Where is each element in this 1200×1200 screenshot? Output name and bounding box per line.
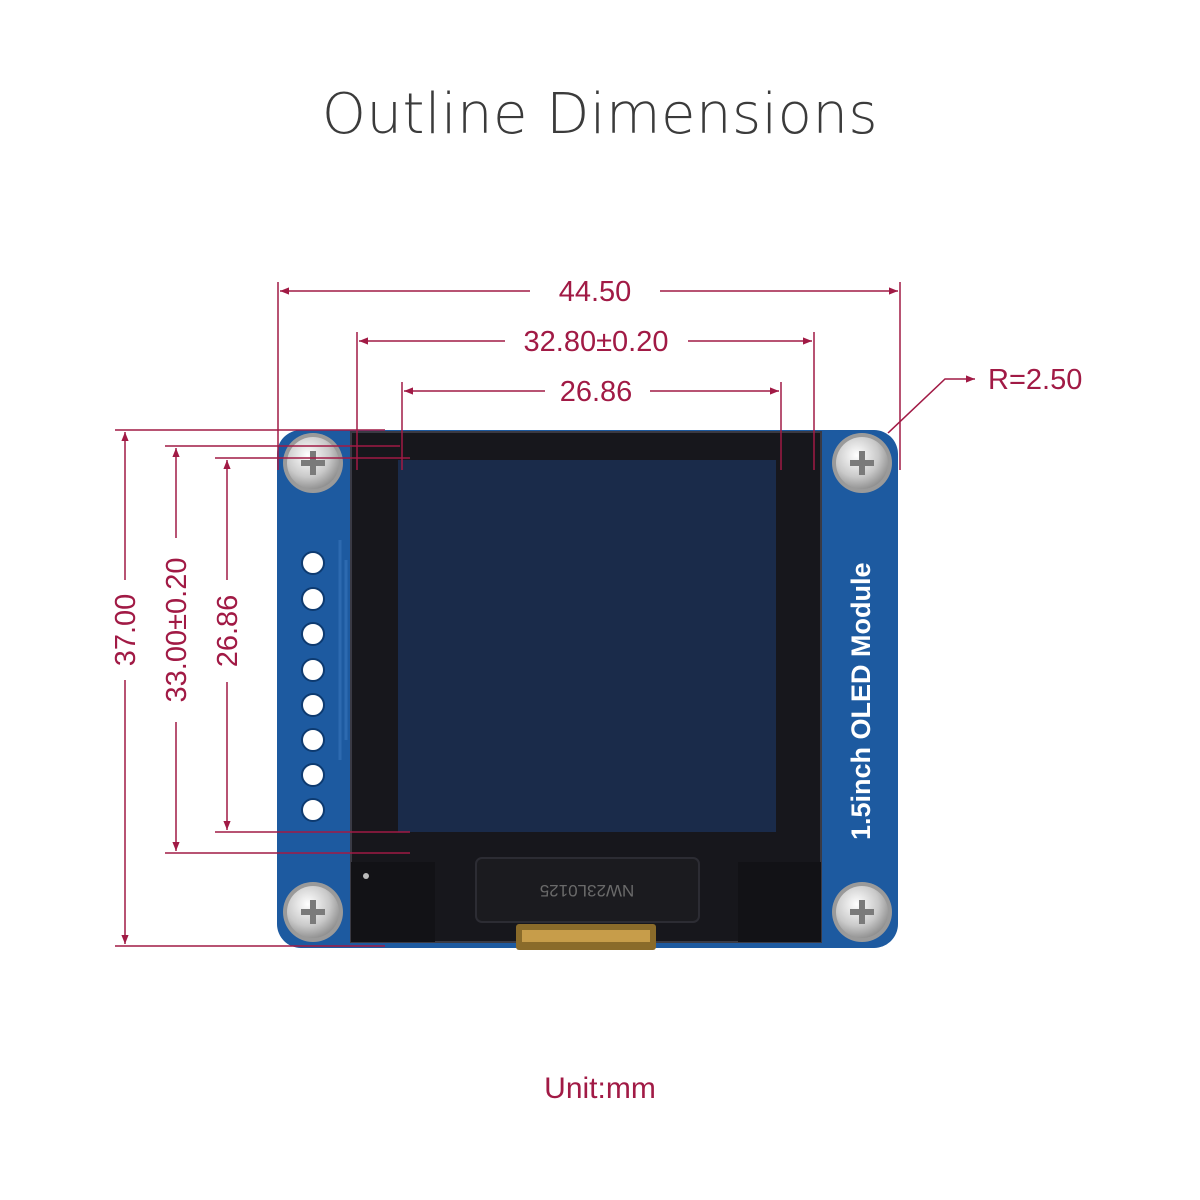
pin-hole [301,587,325,611]
module-label: 1.5inch OLED Module [846,562,876,840]
mounting-screw [832,882,892,942]
dim-panel-width: 32.80±0.20 [524,326,669,358]
panel-bottom-bezel [351,862,435,942]
chip-label: NW23L0125 [540,881,635,900]
mounting-screw [832,433,892,493]
pin-header [301,551,325,822]
oled-screen [398,460,776,832]
unit-label: Unit:mm [544,1072,656,1105]
pcb-trace [338,540,348,760]
pin-hole [301,693,325,717]
dim-panel-height: 33.00±0.20 [161,558,193,703]
dim-overall-height: 37.00 [110,594,142,667]
radius-leader [887,375,975,434]
driver-chip [475,857,700,923]
dim-active-height: 26.86 [212,595,244,668]
dim-corner-radius: R=2.50 [988,364,1082,396]
pin1-marker [363,873,369,879]
oled-module: NW23L0125 1.5inch OLED Module [277,430,898,950]
pin-hole [301,551,325,575]
mounting-screw [283,433,343,493]
pin-hole [301,622,325,646]
pin-hole [301,798,325,822]
dim-overall-width: 44.50 [559,276,632,308]
mounting-screw [283,882,343,942]
page-title: Outline Dimensions [321,82,879,147]
flex-connector-inner [522,930,650,942]
dim-active-width: 26.86 [560,376,633,408]
pin-hole [301,763,325,787]
panel-bottom-bezel [738,862,821,942]
pin-hole [301,658,325,682]
pin-hole [301,728,325,752]
